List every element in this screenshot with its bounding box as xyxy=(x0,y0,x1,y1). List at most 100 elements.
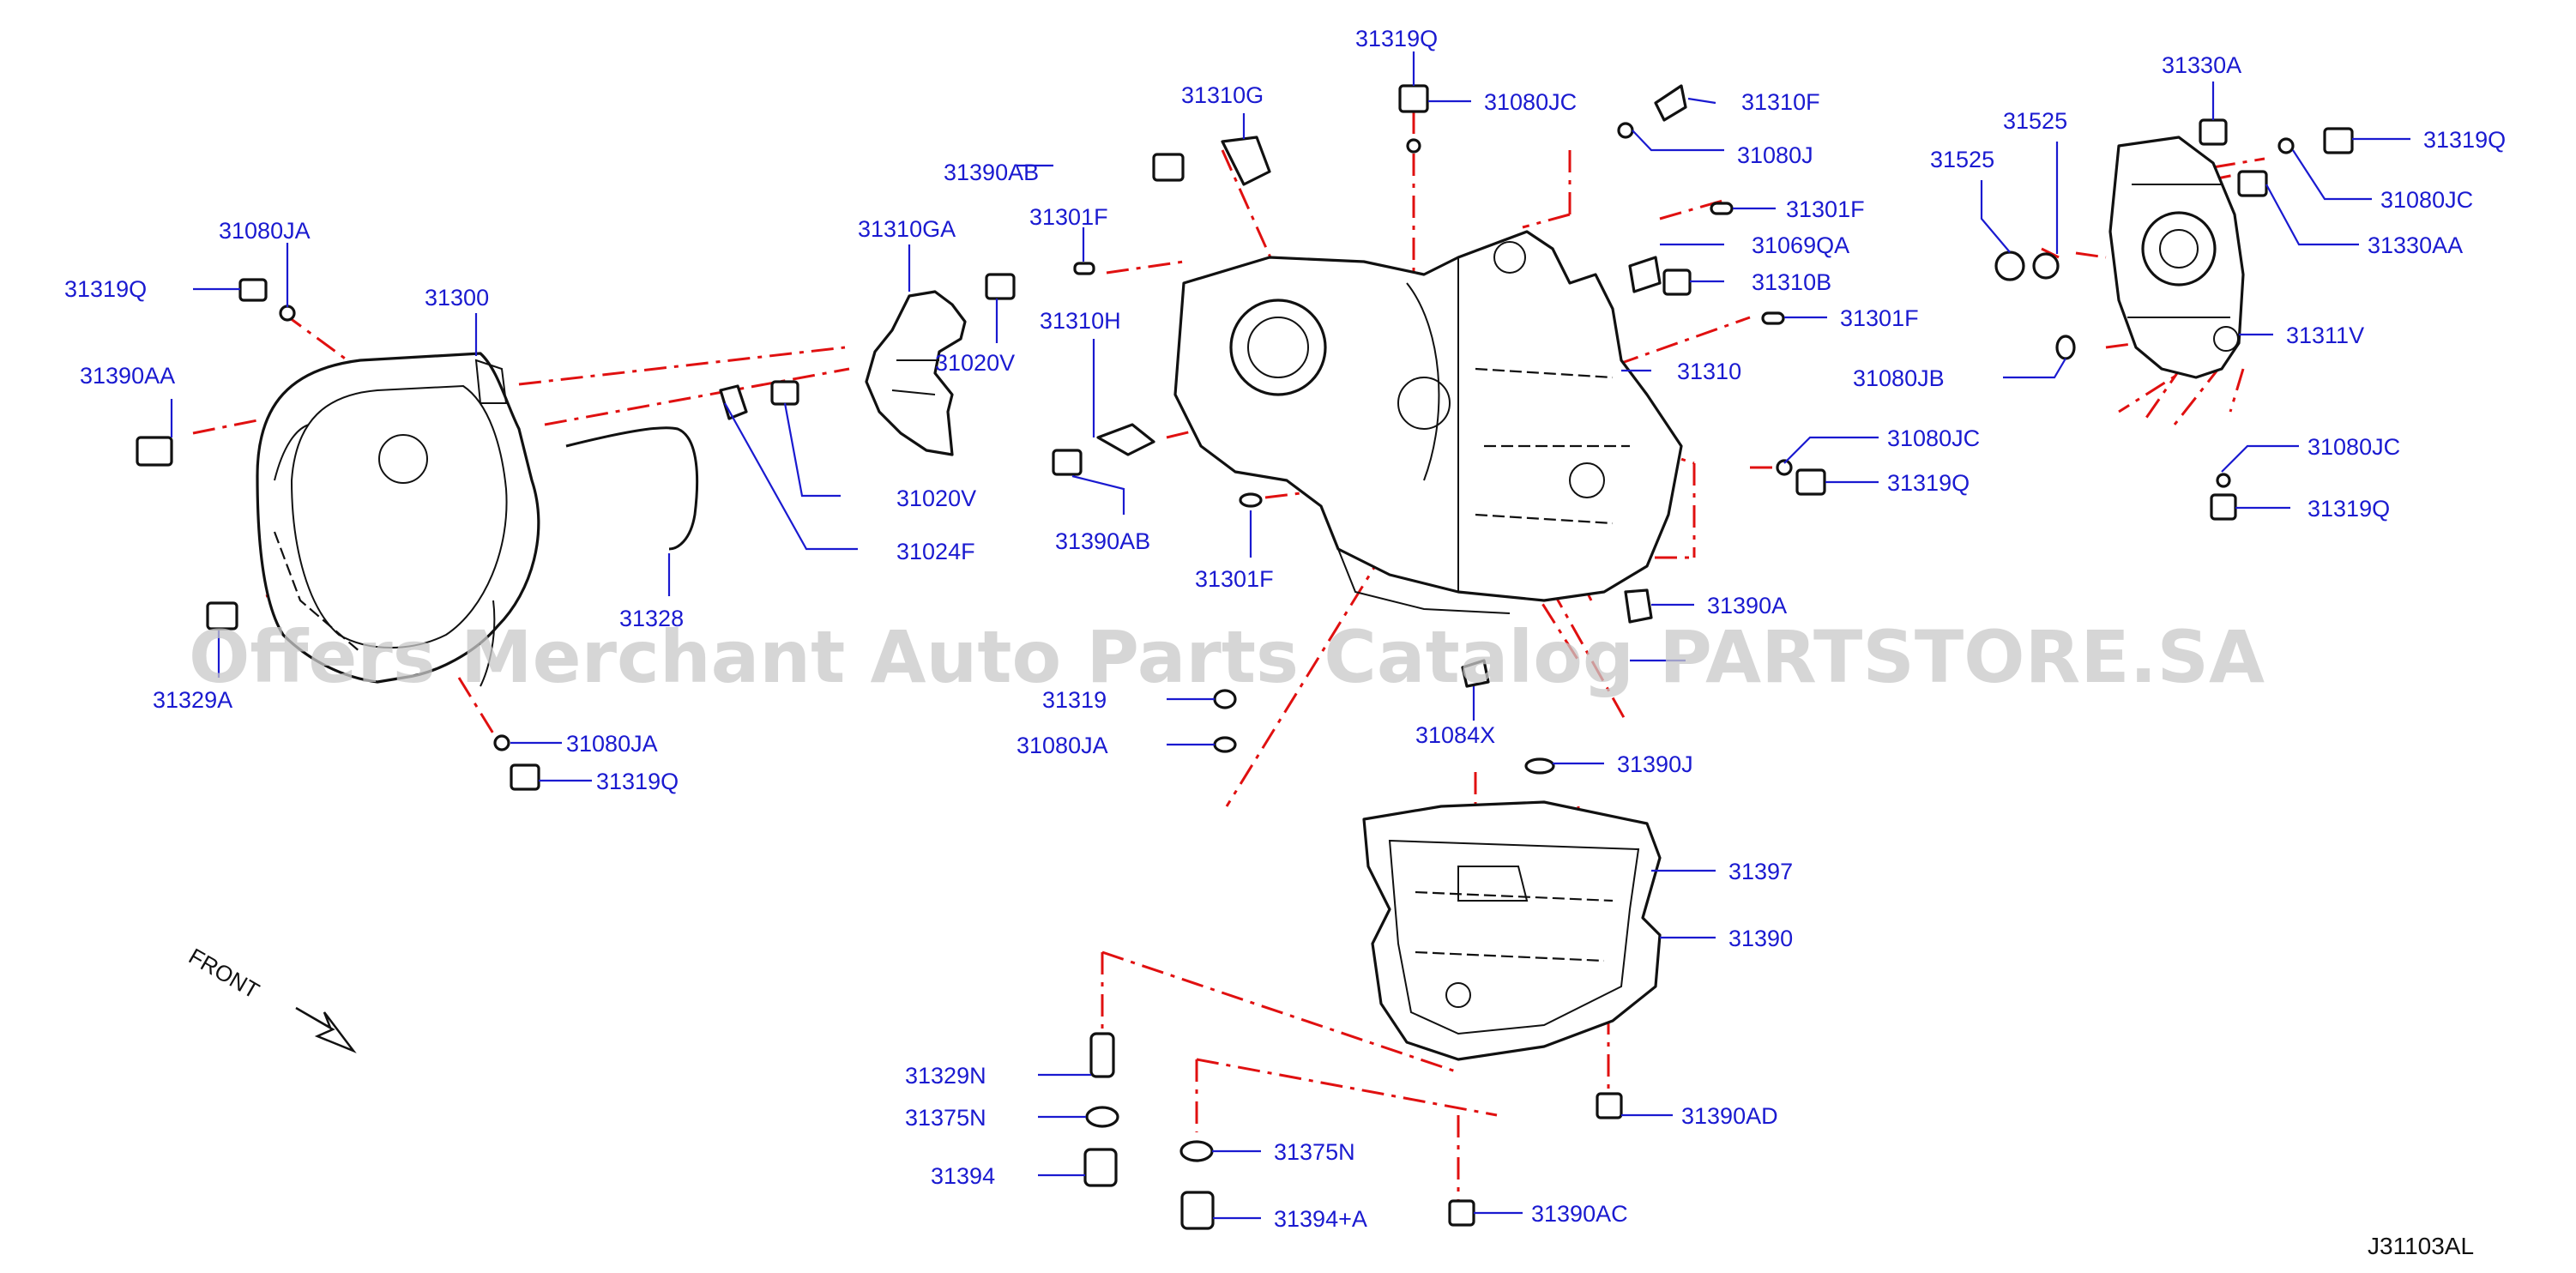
part-labels: 31319Q 31080JA 31300 31390AA 31329A 3108… xyxy=(64,26,2506,1232)
part-label-31080JA[interactable]: 31080JA xyxy=(1017,733,1108,758)
bolt-icon xyxy=(2323,127,2354,154)
part-label-31330A[interactable]: 31330A xyxy=(2162,52,2241,78)
nut-icon xyxy=(1662,268,1692,296)
part-label-31069QA[interactable]: 31069QA xyxy=(1752,232,1849,258)
washer-icon xyxy=(1524,757,1555,775)
part-label-31080JA[interactable]: 31080JA xyxy=(219,218,311,244)
part-label-31310B[interactable]: 31310B xyxy=(1752,269,1831,295)
part-label-31080JB[interactable]: 31080JB xyxy=(1853,365,1945,391)
part-label-31390AB[interactable]: 31390AB xyxy=(1055,528,1150,554)
hardware xyxy=(136,84,2354,1230)
harness-31328 xyxy=(565,426,699,551)
part-label-31310H[interactable]: 31310H xyxy=(1040,308,1121,334)
part-label-31310[interactable]: 31310 xyxy=(1677,359,1741,384)
transaxle-case-31310 xyxy=(1173,230,1683,614)
part-label-31319Q[interactable]: 31319Q xyxy=(1355,26,1438,51)
bolt-icon xyxy=(2210,493,2237,521)
part-label-31329A[interactable]: 31329A xyxy=(153,687,232,713)
bolt-icon xyxy=(985,273,1016,300)
side-cover-31311V xyxy=(2108,136,2245,379)
clip-icon xyxy=(719,384,748,420)
oil-pan-31390 xyxy=(1362,800,1662,1061)
part-label-31310G[interactable]: 31310G xyxy=(1181,82,1264,108)
part-label-31319Q[interactable]: 31319Q xyxy=(596,769,679,794)
part-label-31390J[interactable]: 31390J xyxy=(1617,751,1693,777)
part-label-31020V[interactable]: 31020V xyxy=(935,350,1015,376)
bolt-icon xyxy=(510,763,540,791)
pin-icon xyxy=(1761,311,1785,325)
part-label-31329N[interactable]: 31329N xyxy=(905,1063,986,1089)
part-label-31080JC[interactable]: 31080JC xyxy=(1887,425,1980,451)
part-label-31319Q[interactable]: 31319Q xyxy=(2423,127,2506,153)
washer-icon xyxy=(2277,137,2295,154)
part-label-31390[interactable]: 31390 xyxy=(1728,926,1793,951)
part-label-31390AB[interactable]: 31390AB xyxy=(944,160,1039,185)
gasket-icon xyxy=(1179,1140,1214,1162)
part-label-31319Q[interactable]: 31319Q xyxy=(1887,470,1970,496)
part-label-31301F[interactable]: 31301F xyxy=(1029,204,1108,230)
bolt-icon xyxy=(770,380,799,406)
drain-bolt-icon xyxy=(1089,1032,1115,1078)
part-label-31375N[interactable]: 31375N xyxy=(905,1105,986,1131)
part-label-31084X[interactable]: 31084X xyxy=(1415,722,1495,748)
bolt-icon xyxy=(206,601,238,630)
bracket-icon xyxy=(1654,84,1687,122)
plug-icon xyxy=(1083,1148,1118,1187)
part-label-31024F[interactable]: 31024F xyxy=(896,539,975,564)
pin-icon xyxy=(1073,262,1095,275)
bolt-icon xyxy=(2199,118,2228,146)
part-label-31390AD[interactable]: 31390AD xyxy=(1681,1103,1778,1129)
part-label-31319Q[interactable]: 31319Q xyxy=(64,276,147,302)
part-label-31390AA[interactable]: 31390AA xyxy=(80,363,175,389)
part-label-31397[interactable]: 31397 xyxy=(1728,859,1793,884)
washer-icon xyxy=(493,734,510,751)
pin-icon xyxy=(1239,492,1263,508)
part-label-31080J[interactable]: 31080J xyxy=(1737,142,1813,168)
part-label-31319Q[interactable]: 31319Q xyxy=(2308,496,2390,522)
part-label-31394-plus-a[interactable]: 31394+A xyxy=(1274,1206,1367,1232)
converter-housing-31300 xyxy=(256,352,540,687)
leader-lines xyxy=(170,51,2410,1220)
bolt-icon xyxy=(1152,153,1185,182)
bolt-icon xyxy=(2237,170,2268,197)
diagram-code: J31103AL xyxy=(2368,1233,2474,1259)
washer-icon xyxy=(1406,138,1421,154)
part-label-31080JC[interactable]: 31080JC xyxy=(1484,89,1577,115)
part-label-31300[interactable]: 31300 xyxy=(425,285,489,311)
part-label-31525[interactable]: 31525 xyxy=(2003,108,2067,134)
part-label-31390A[interactable]: 31390A xyxy=(1707,593,1787,618)
washer-icon xyxy=(1213,736,1237,753)
shield-31310GA xyxy=(865,290,967,456)
washer-icon xyxy=(279,305,296,322)
part-label-31310GA[interactable]: 31310GA xyxy=(858,216,956,242)
o-ring-icon xyxy=(2032,252,2060,280)
bolt-icon xyxy=(136,436,173,467)
part-label-31080JC[interactable]: 31080JC xyxy=(2380,187,2473,213)
part-label-31375N[interactable]: 31375N xyxy=(1274,1139,1355,1165)
part-label-31328[interactable]: 31328 xyxy=(619,606,684,631)
plug-icon xyxy=(1180,1191,1215,1230)
watermark-text: Offers Merchant Auto Parts Catalog PARTS… xyxy=(189,615,2265,699)
bolt-icon xyxy=(1448,1199,1475,1227)
front-label: FRONT xyxy=(184,943,264,1004)
bracket-icon xyxy=(1628,256,1662,293)
washer-icon xyxy=(1617,122,1634,139)
washer-icon xyxy=(1776,459,1793,476)
part-label-31301F[interactable]: 31301F xyxy=(1195,566,1274,592)
part-label-31301F[interactable]: 31301F xyxy=(1840,305,1919,331)
clip-icon xyxy=(1624,588,1653,624)
part-label-31080JC[interactable]: 31080JC xyxy=(2308,434,2400,460)
pin-icon xyxy=(1710,202,1734,215)
part-label-31020V[interactable]: 31020V xyxy=(896,486,976,511)
part-label-31394[interactable]: 31394 xyxy=(931,1163,995,1189)
part-label-31310F[interactable]: 31310F xyxy=(1741,89,1820,115)
part-label-31080JA[interactable]: 31080JA xyxy=(566,731,658,757)
part-label-31330AA[interactable]: 31330AA xyxy=(2368,232,2463,258)
part-label-31390AC[interactable]: 31390AC xyxy=(1531,1201,1628,1227)
part-label-31525[interactable]: 31525 xyxy=(1930,147,1994,172)
part-label-31319[interactable]: 31319 xyxy=(1042,687,1107,713)
part-label-31301F[interactable]: 31301F xyxy=(1786,196,1865,222)
bolt-icon xyxy=(1052,449,1083,476)
part-label-31311V[interactable]: 31311V xyxy=(2286,323,2364,348)
